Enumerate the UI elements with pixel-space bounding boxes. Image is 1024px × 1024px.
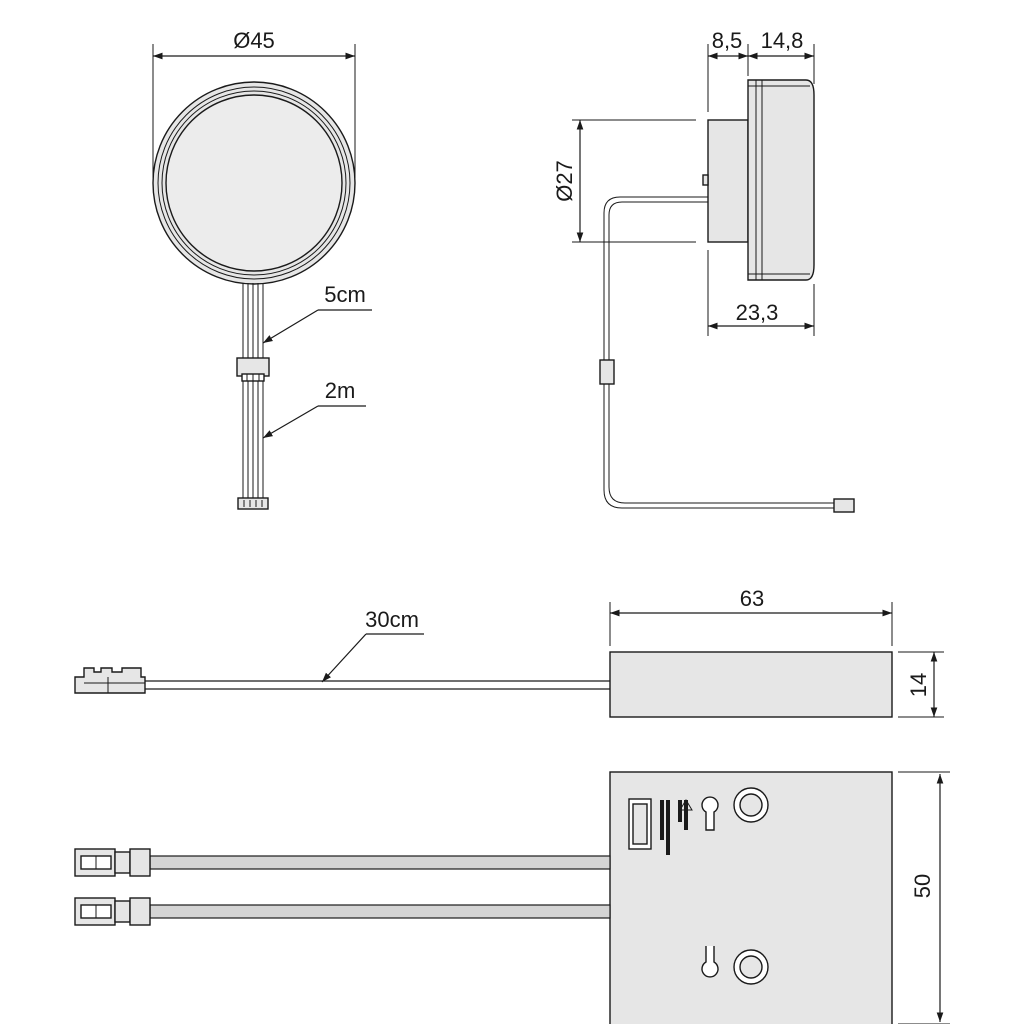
driver-marking-text [660, 800, 688, 855]
label-driver-height: 14 [906, 673, 931, 697]
end-connector [237, 497, 269, 510]
keyhole-slot-icon-lower [701, 946, 719, 978]
side-head [747, 79, 815, 281]
driver-side-plug [74, 667, 146, 694]
puck-front-view: Ø45 5cm 2m [152, 28, 372, 510]
driver-top-view: 50 [74, 771, 950, 1024]
driver-box-side [609, 651, 893, 718]
label-driver-cable: 30cm [365, 607, 419, 632]
puck-lens [165, 94, 343, 272]
label-long-lead: 2m [325, 378, 356, 403]
driver-top-cable-1 [149, 855, 611, 870]
label-short-lead: 5cm [324, 282, 366, 307]
label-driver-width: 50 [910, 874, 935, 898]
driver-top-cable-2 [149, 904, 611, 919]
label-lens-diameter: Ø27 [552, 160, 577, 202]
side-mount-base [707, 119, 749, 243]
inline-connector [236, 357, 270, 377]
warning-triangle-icon [679, 799, 693, 811]
leader-short-lead [262, 309, 319, 344]
puck-side-view: 8,5 14,8 Ø27 23,3 [552, 28, 855, 513]
label-puck-diameter: Ø45 [233, 28, 275, 53]
side-cable-plug [833, 498, 855, 513]
side-cable [603, 196, 708, 360]
side-cable-connector [599, 359, 615, 385]
driver-side-view: 30cm 63 14 [74, 586, 944, 718]
keyhole-slot-icon [701, 796, 719, 831]
short-lead-wires [242, 283, 264, 358]
label-driver-length: 63 [740, 586, 764, 611]
leader-driver-cable [321, 633, 367, 683]
label-depth-a: 8,5 [712, 28, 743, 53]
leader-long-lead [262, 405, 319, 439]
driver-top-plug-2 [74, 897, 151, 926]
driver-top-plug-1 [74, 848, 151, 877]
puck-ring-2 [157, 86, 351, 280]
label-depth-total: 23,3 [736, 300, 779, 325]
puck-ring-3 [161, 90, 347, 276]
label-depth-b: 14,8 [761, 28, 804, 53]
long-lead-wires [242, 381, 264, 498]
